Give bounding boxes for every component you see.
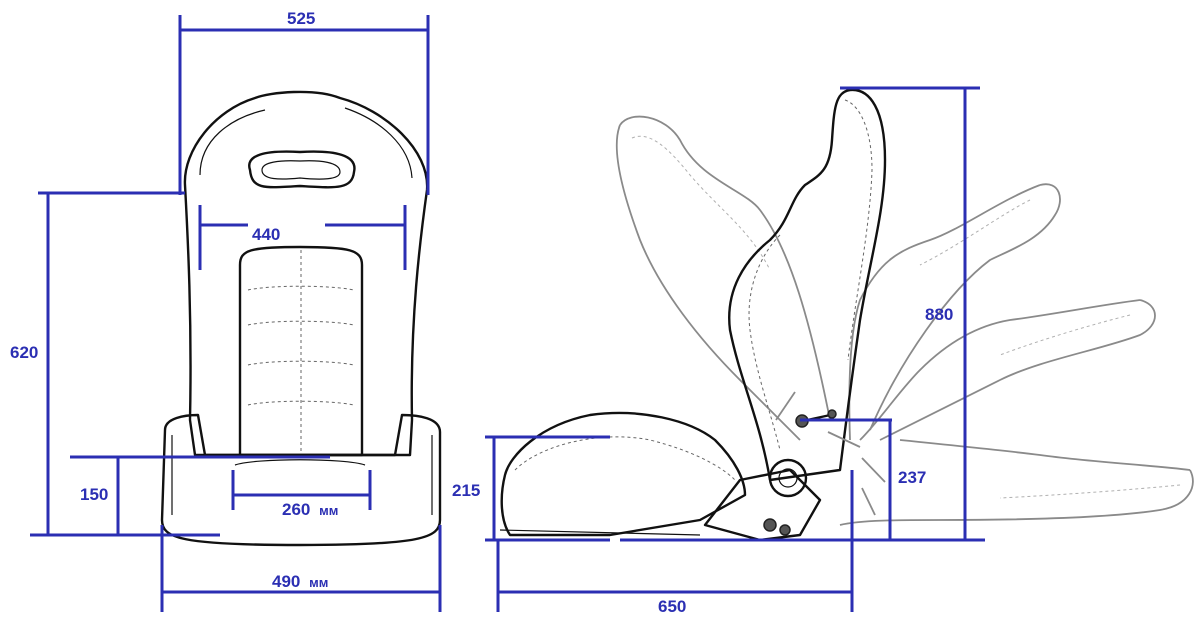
dim-total-width-value: 490 <box>272 572 300 591</box>
dim-backrest-height: 620 <box>10 343 38 362</box>
dim-seat-base-width-unit: мм <box>319 503 338 518</box>
dim-width-top: 525 <box>287 9 315 28</box>
dim-seat-height-side: 215 <box>452 481 480 500</box>
dim-seat-base-width-value: 260 <box>282 500 310 519</box>
dim-total-height: 880 <box>925 305 953 324</box>
dim-inner-width: 440 <box>252 225 280 244</box>
dimension-labels: 525 440 620 150 260 мм 490 мм 215 650 23… <box>10 9 953 616</box>
dim-pivot-height: 237 <box>898 468 926 487</box>
side-view-ghost-positions <box>615 115 1194 526</box>
dim-seat-base-width: 260 мм <box>282 500 338 519</box>
dim-total-width: 490 мм <box>272 572 328 591</box>
dim-depth: 650 <box>658 597 686 616</box>
dim-total-width-unit: мм <box>309 575 328 590</box>
dimension-lines <box>30 15 985 612</box>
dim-cushion-height: 150 <box>80 485 108 504</box>
front-view-seat <box>160 90 442 547</box>
